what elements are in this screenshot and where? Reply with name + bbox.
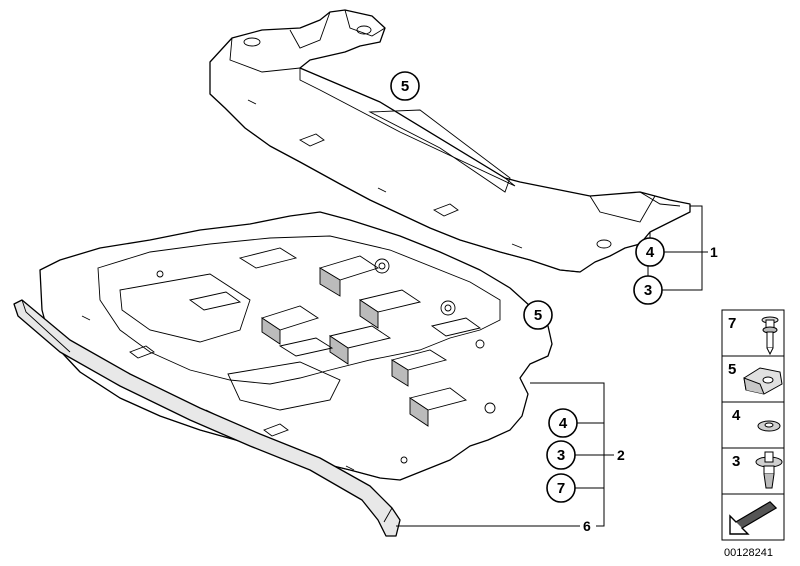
push-rivet-icon	[761, 316, 779, 356]
ref-number-2: 2	[617, 447, 625, 463]
ref-number-1: 1	[710, 244, 718, 260]
svg-text:7: 7	[728, 315, 736, 332]
svg-text:4: 4	[646, 244, 655, 261]
clip-nut-icon	[743, 367, 783, 395]
svg-text:7: 7	[557, 480, 565, 497]
callout-bottom-part-4[interactable]: 4	[548, 408, 578, 438]
svg-text:5: 5	[728, 361, 736, 378]
small-part-7[interactable]: 7	[721, 309, 785, 357]
svg-text:5: 5	[401, 78, 409, 95]
svg-text:3: 3	[644, 282, 652, 299]
svg-text:4: 4	[559, 415, 568, 432]
small-part-arrow[interactable]	[721, 493, 785, 541]
callout-top-part-4[interactable]: 4	[635, 237, 665, 267]
small-part-5[interactable]: 5	[721, 355, 785, 403]
callout-bottom-part-5[interactable]: 5	[523, 300, 553, 330]
front-seal-strip[interactable]	[13, 299, 401, 537]
bottom-underbody-panel[interactable]	[39, 211, 553, 481]
svg-text:4: 4	[732, 407, 741, 424]
callout-top-part-5[interactable]: 5	[390, 71, 420, 101]
ref-number-6: 6	[583, 518, 591, 534]
expanding-rivet-icon	[755, 451, 783, 489]
document-number: 00128241	[724, 547, 773, 559]
svg-text:5: 5	[534, 307, 542, 324]
svg-text:3: 3	[557, 447, 565, 464]
svg-text:3: 3	[732, 453, 740, 470]
small-part-3[interactable]: 3	[721, 447, 785, 495]
small-part-4[interactable]: 4	[721, 401, 785, 449]
top-underbody-panel[interactable]	[209, 9, 691, 273]
arrow-icon	[729, 501, 778, 535]
small-parts-panel: 7 5 4	[721, 309, 785, 541]
washer-icon	[757, 420, 781, 432]
leader-lines	[396, 205, 708, 527]
callout-bottom-part-7[interactable]: 7	[546, 473, 576, 503]
callout-bottom-part-3[interactable]: 3	[546, 440, 576, 470]
callout-top-part-3[interactable]: 3	[633, 275, 663, 305]
